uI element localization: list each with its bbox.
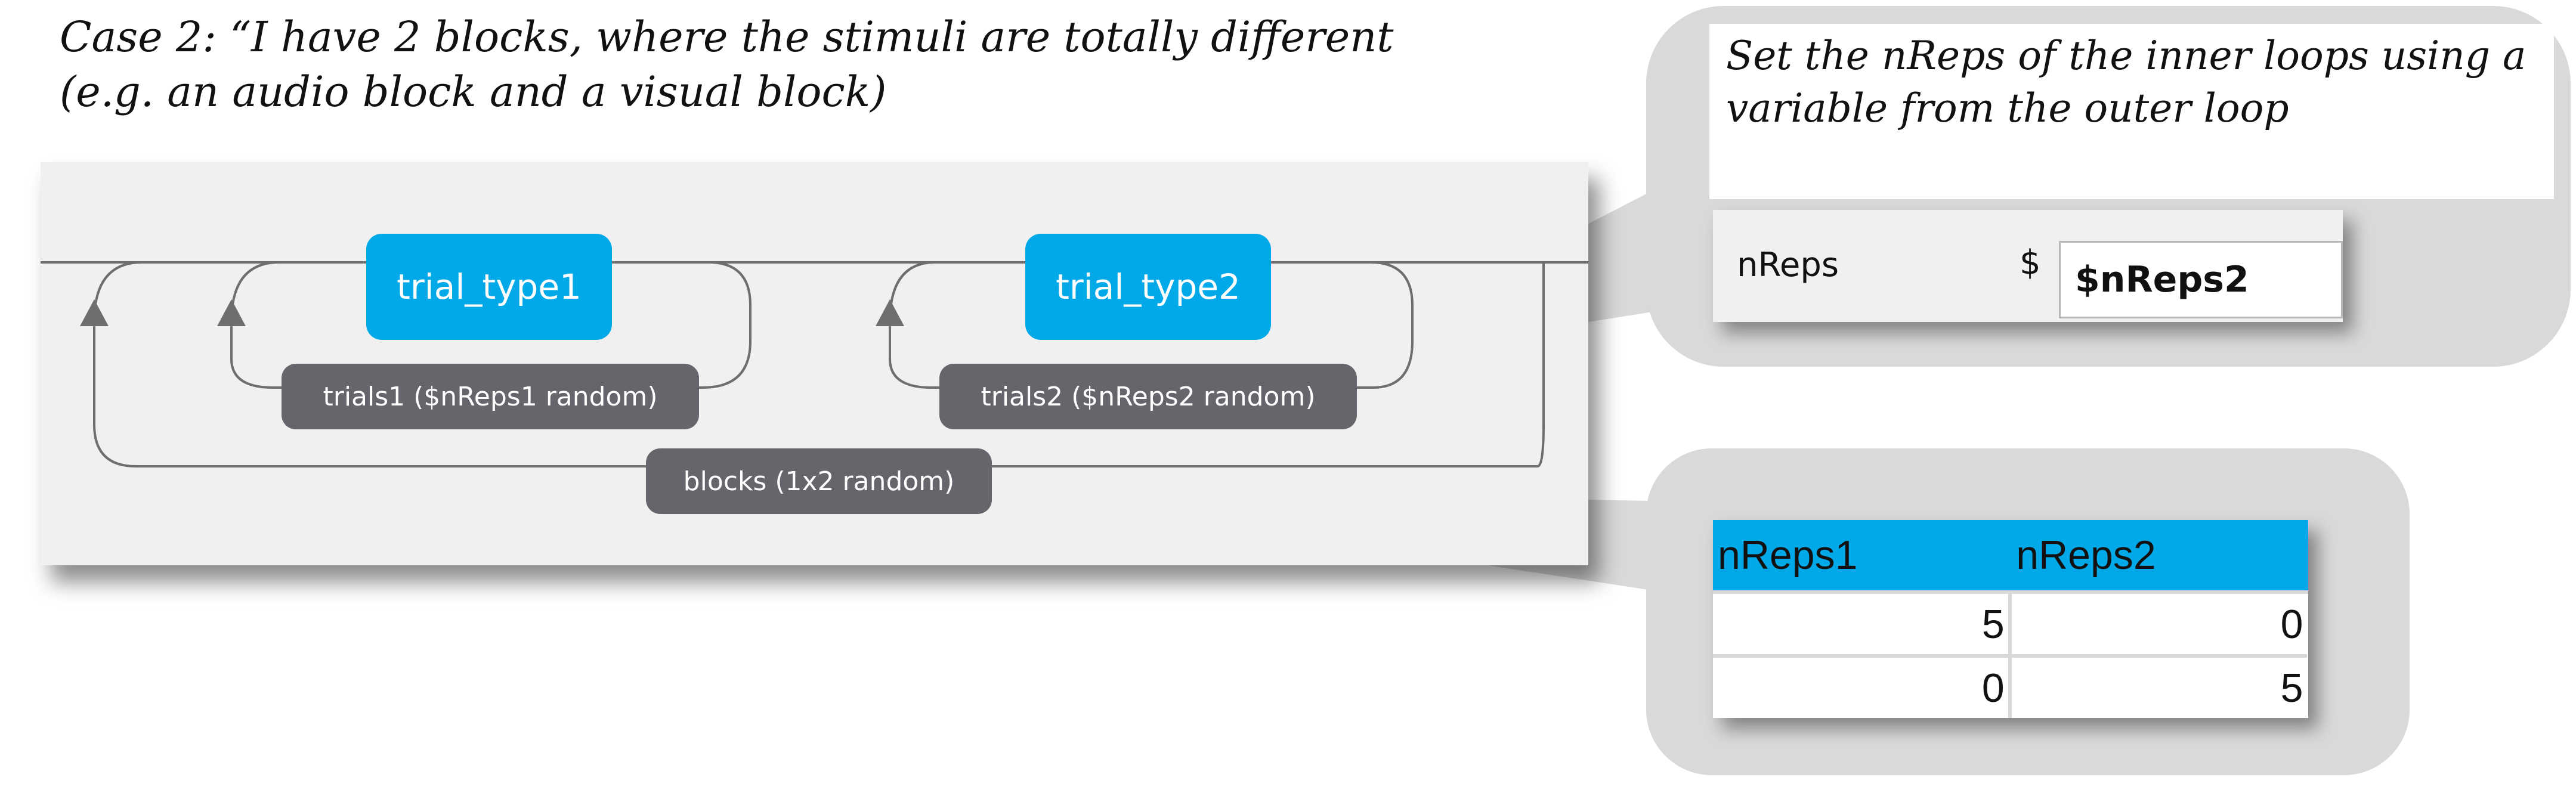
table-row: 0 5 bbox=[1713, 654, 2307, 718]
nreps-field-label: nReps bbox=[1737, 246, 1839, 284]
column-header-nreps1: nReps1 bbox=[1713, 520, 2012, 592]
table-cell: 0 bbox=[1713, 654, 2012, 718]
table-row: 5 0 bbox=[1713, 590, 2307, 657]
table-cell: 5 bbox=[2009, 654, 2307, 718]
table-cell: 0 bbox=[2009, 590, 2307, 657]
callout-top-text: Set the nReps of the inner loops using a… bbox=[1709, 24, 2554, 199]
conditions-table: nReps1 nReps2 5 0 0 5 bbox=[1713, 520, 2308, 718]
routine-trial-type1[interactable]: trial_type1 bbox=[366, 234, 612, 340]
routine-label: trial_type2 bbox=[1056, 267, 1241, 307]
loop-label-text: trials2 ($nReps2 random) bbox=[981, 381, 1316, 412]
blocks-loop-line bbox=[93, 262, 1545, 467]
blocks-loop-arrow bbox=[80, 299, 109, 326]
trials2-loop-line bbox=[889, 261, 1414, 389]
routine-label: trial_type1 bbox=[397, 267, 582, 307]
flow-lines bbox=[41, 261, 1588, 467]
slide-heading: Case 2: “I have 2 blocks, where the stim… bbox=[60, 10, 1491, 119]
loop-label-text: blocks (1x2 random) bbox=[683, 466, 955, 497]
heading-line-1: Case 2: “I have 2 blocks, where the stim… bbox=[60, 13, 1394, 61]
nreps-input[interactable] bbox=[2059, 241, 2343, 318]
loop-blocks[interactable]: blocks (1x2 random) bbox=[646, 448, 992, 514]
loop-trials1[interactable]: trials1 ($nReps1 random) bbox=[282, 364, 699, 429]
loop-label-text: trials1 ($nReps1 random) bbox=[323, 381, 658, 412]
heading-line-2: (e.g. an audio block and a visual block) bbox=[60, 67, 887, 116]
column-header-nreps2: nReps2 bbox=[2009, 520, 2308, 592]
loop-trials2[interactable]: trials2 ($nReps2 random) bbox=[939, 364, 1357, 429]
table-cell: 5 bbox=[1713, 590, 2012, 657]
routine-trial-type2[interactable]: trial_type2 bbox=[1025, 234, 1271, 340]
nreps-variable-prefix: $ bbox=[2020, 243, 2041, 282]
flow-panel: trial_type1 trial_type2 trials1 ($nReps1… bbox=[41, 162, 1588, 565]
trials1-loop-line bbox=[230, 261, 752, 389]
nreps-field-row: nReps $ bbox=[1713, 210, 2343, 322]
trials2-loop-arrow bbox=[876, 299, 904, 326]
trials1-loop-arrow bbox=[217, 299, 246, 326]
